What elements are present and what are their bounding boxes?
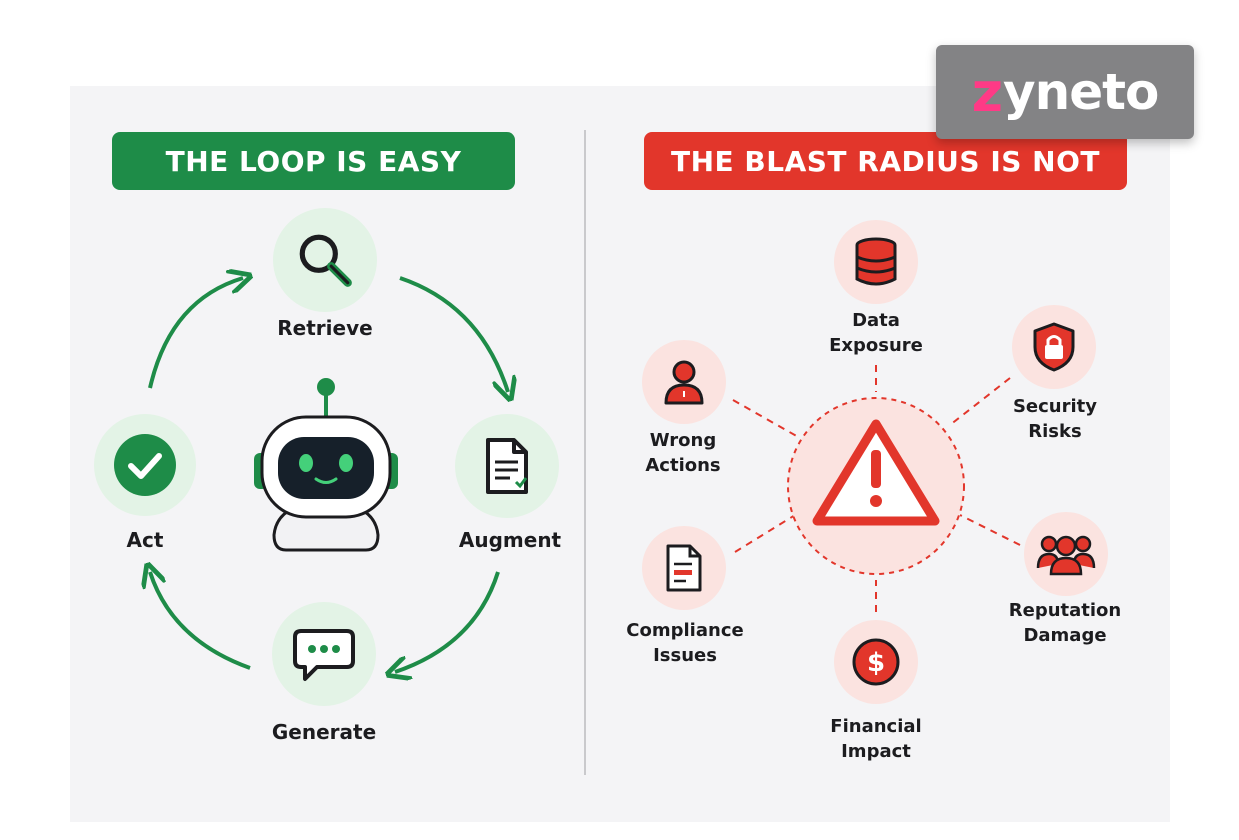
warning-icon: [812, 419, 940, 526]
infographic-panel: [70, 86, 1170, 822]
chat-bubble-icon: [293, 629, 355, 681]
compliance-issues-label: Compliance Issues: [615, 618, 755, 668]
connector-compliance-issues: [734, 511, 801, 553]
wrong-actions-line-2: Actions: [645, 455, 721, 476]
generate-node: [272, 602, 376, 706]
augment-label: Augment: [458, 528, 562, 552]
connector-reputation-damage: [959, 514, 1021, 546]
database-icon: [855, 237, 897, 286]
financial-impact-line-1: Financial: [830, 716, 922, 737]
checkmark-icon: [114, 434, 176, 496]
data-exposure-node: [834, 220, 918, 304]
security-risks-node: [1012, 305, 1096, 389]
arrow-act-to-retrieve: [148, 278, 243, 389]
financial-impact-line-2: Impact: [841, 741, 911, 762]
compliance-issues-node: [642, 526, 726, 610]
reputation-damage-label: Reputation Damage: [995, 598, 1135, 648]
section-divider: [584, 130, 586, 775]
financial-impact-node: $: [834, 620, 918, 704]
shield-lock-icon: [1033, 322, 1075, 372]
logo-text: yneto: [1003, 63, 1159, 121]
wrong-actions-label: Wrong Actions: [613, 428, 753, 478]
financial-impact-label: Financial Impact: [806, 714, 946, 764]
document-icon: [666, 544, 702, 592]
security-risks-line-1: Security: [1012, 396, 1098, 417]
data-exposure-line-2: Exposure: [829, 335, 923, 356]
wrong-actions-node: [642, 340, 726, 424]
arrow-generate-to-act: [150, 572, 251, 670]
generate-label: Generate: [271, 720, 377, 744]
search-icon: [299, 234, 352, 287]
retrieve-node: [273, 208, 377, 312]
document-icon: [486, 438, 528, 494]
robot-icon: [254, 378, 398, 552]
logo-mark: z: [971, 60, 1004, 124]
data-exposure-label: Data Exposure: [806, 308, 946, 358]
act-label: Act: [126, 528, 164, 552]
arrow-retrieve-to-augment: [399, 276, 508, 392]
compliance-issues-line-1: Compliance: [626, 620, 744, 641]
retrieve-label: Retrieve: [277, 316, 373, 340]
blast-radius-banner: THE BLAST RADIUS IS NOT: [644, 132, 1127, 190]
security-risks-line-2: Risks: [1028, 421, 1082, 442]
person-icon: [664, 360, 704, 405]
loop-banner: THE LOOP IS EASY: [112, 132, 515, 190]
act-node: [94, 414, 196, 516]
reputation-damage-line-2: Damage: [1023, 625, 1107, 646]
arrow-augment-to-generate: [395, 571, 500, 672]
reputation-damage-line-1: Reputation: [1008, 600, 1122, 621]
people-group-icon: [1036, 535, 1096, 576]
compliance-issues-line-2: Issues: [653, 645, 717, 666]
augment-node: [455, 414, 559, 518]
security-risks-label: Security Risks: [985, 394, 1125, 444]
reputation-damage-node: [1024, 512, 1108, 596]
svg-text:$: $: [867, 648, 885, 678]
wrong-actions-line-1: Wrong: [649, 430, 717, 451]
data-exposure-line-1: Data: [852, 310, 900, 331]
dollar-icon: $: [852, 638, 900, 686]
